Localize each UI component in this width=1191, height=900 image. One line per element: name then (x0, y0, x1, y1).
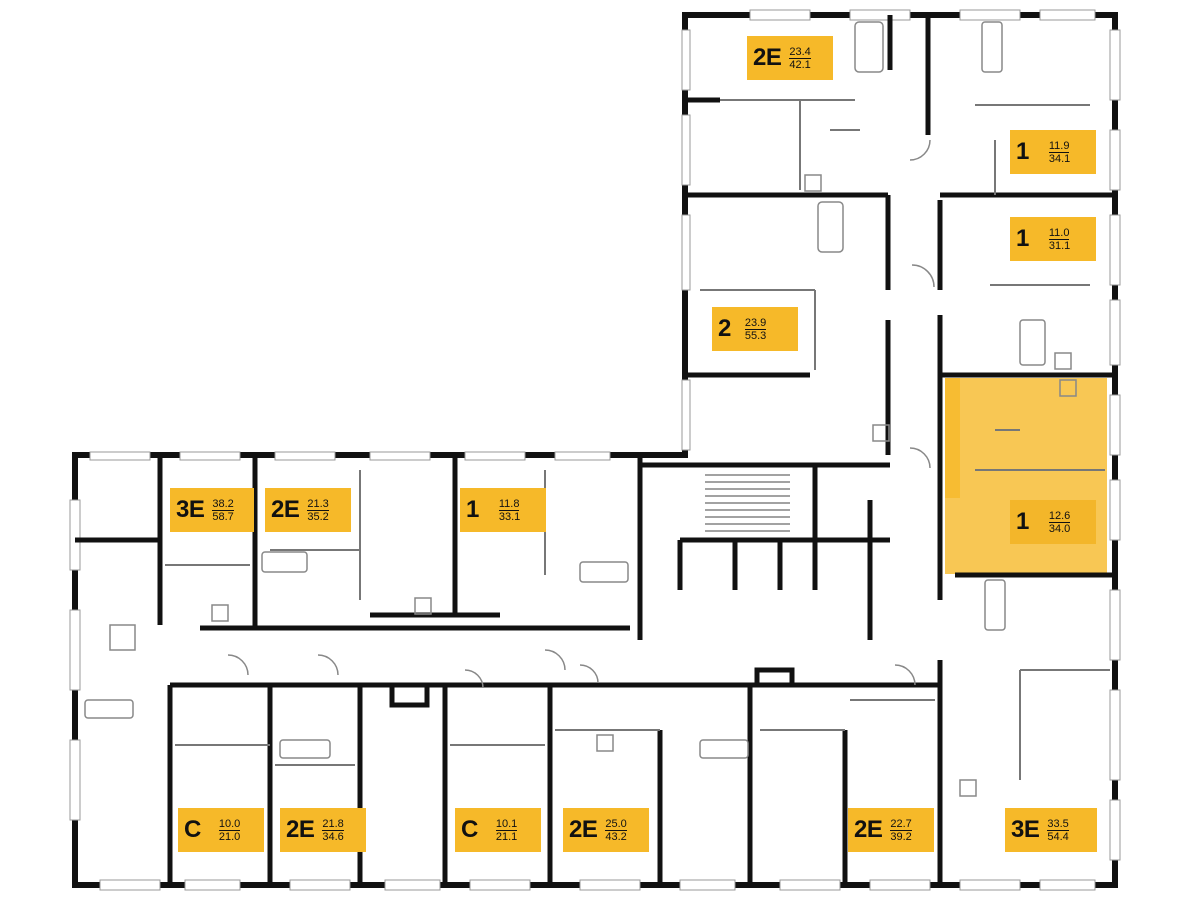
apartment-type: 2E (286, 816, 315, 843)
exterior-wall (72, 12, 1118, 888)
partitions (165, 99, 1110, 780)
total-area: 58.7 (212, 510, 234, 523)
apartment-type: 2E (271, 496, 300, 523)
total-area: 31.1 (1048, 239, 1071, 252)
apartment-type: 3E (1011, 816, 1040, 843)
selected-apartment-area[interactable] (945, 378, 1107, 574)
total-area: 55.3 (744, 329, 767, 342)
living-area: 21.8 (322, 817, 344, 831)
doors (227, 139, 935, 689)
living-area: 10.1 (495, 817, 518, 831)
total-area: 39.2 (890, 830, 912, 843)
living-area: 22.7 (890, 817, 912, 831)
apartment-type: 1 (1016, 138, 1029, 165)
living-area: 11.8 (498, 497, 520, 511)
living-area: 11.9 (1048, 139, 1070, 153)
total-area: 43.2 (605, 830, 627, 843)
living-area: 10.0 (218, 817, 241, 831)
living-area: 38.2 (212, 497, 234, 511)
total-area: 34.6 (322, 830, 344, 843)
living-area: 21.3 (307, 497, 329, 511)
total-area: 54.4 (1047, 830, 1069, 843)
total-area: 35.2 (307, 510, 329, 523)
apartment-type: 1 (1016, 225, 1029, 252)
total-area: 21.1 (495, 830, 518, 843)
apartment-type: 2 (718, 315, 731, 342)
living-area: 23.9 (744, 316, 767, 330)
total-area: 34.0 (1048, 522, 1071, 535)
interior-walls (75, 15, 1115, 885)
apartment-type: 3E (176, 496, 205, 523)
living-area: 11.0 (1048, 226, 1070, 240)
total-area: 21.0 (218, 830, 241, 843)
apartment-type: 2E (854, 816, 883, 843)
total-area: 34.1 (1048, 152, 1071, 165)
living-area: 12.6 (1048, 509, 1071, 523)
total-area: 33.1 (498, 510, 521, 523)
apartment-type: 2E (569, 816, 598, 843)
windows (69, 9, 1121, 891)
living-area: 25.0 (605, 817, 627, 831)
apartment-type: C (184, 816, 201, 843)
living-area: 23.4 (789, 45, 811, 59)
stair-treads (705, 474, 790, 532)
apartment-type: C (461, 816, 478, 843)
apartment-type: 2E (753, 44, 782, 71)
apartment-type: 1 (466, 496, 479, 523)
total-area: 42.1 (789, 58, 811, 71)
fixtures (84, 21, 1077, 797)
living-area: 33.5 (1047, 817, 1069, 831)
apartment-type: 1 (1016, 508, 1029, 535)
